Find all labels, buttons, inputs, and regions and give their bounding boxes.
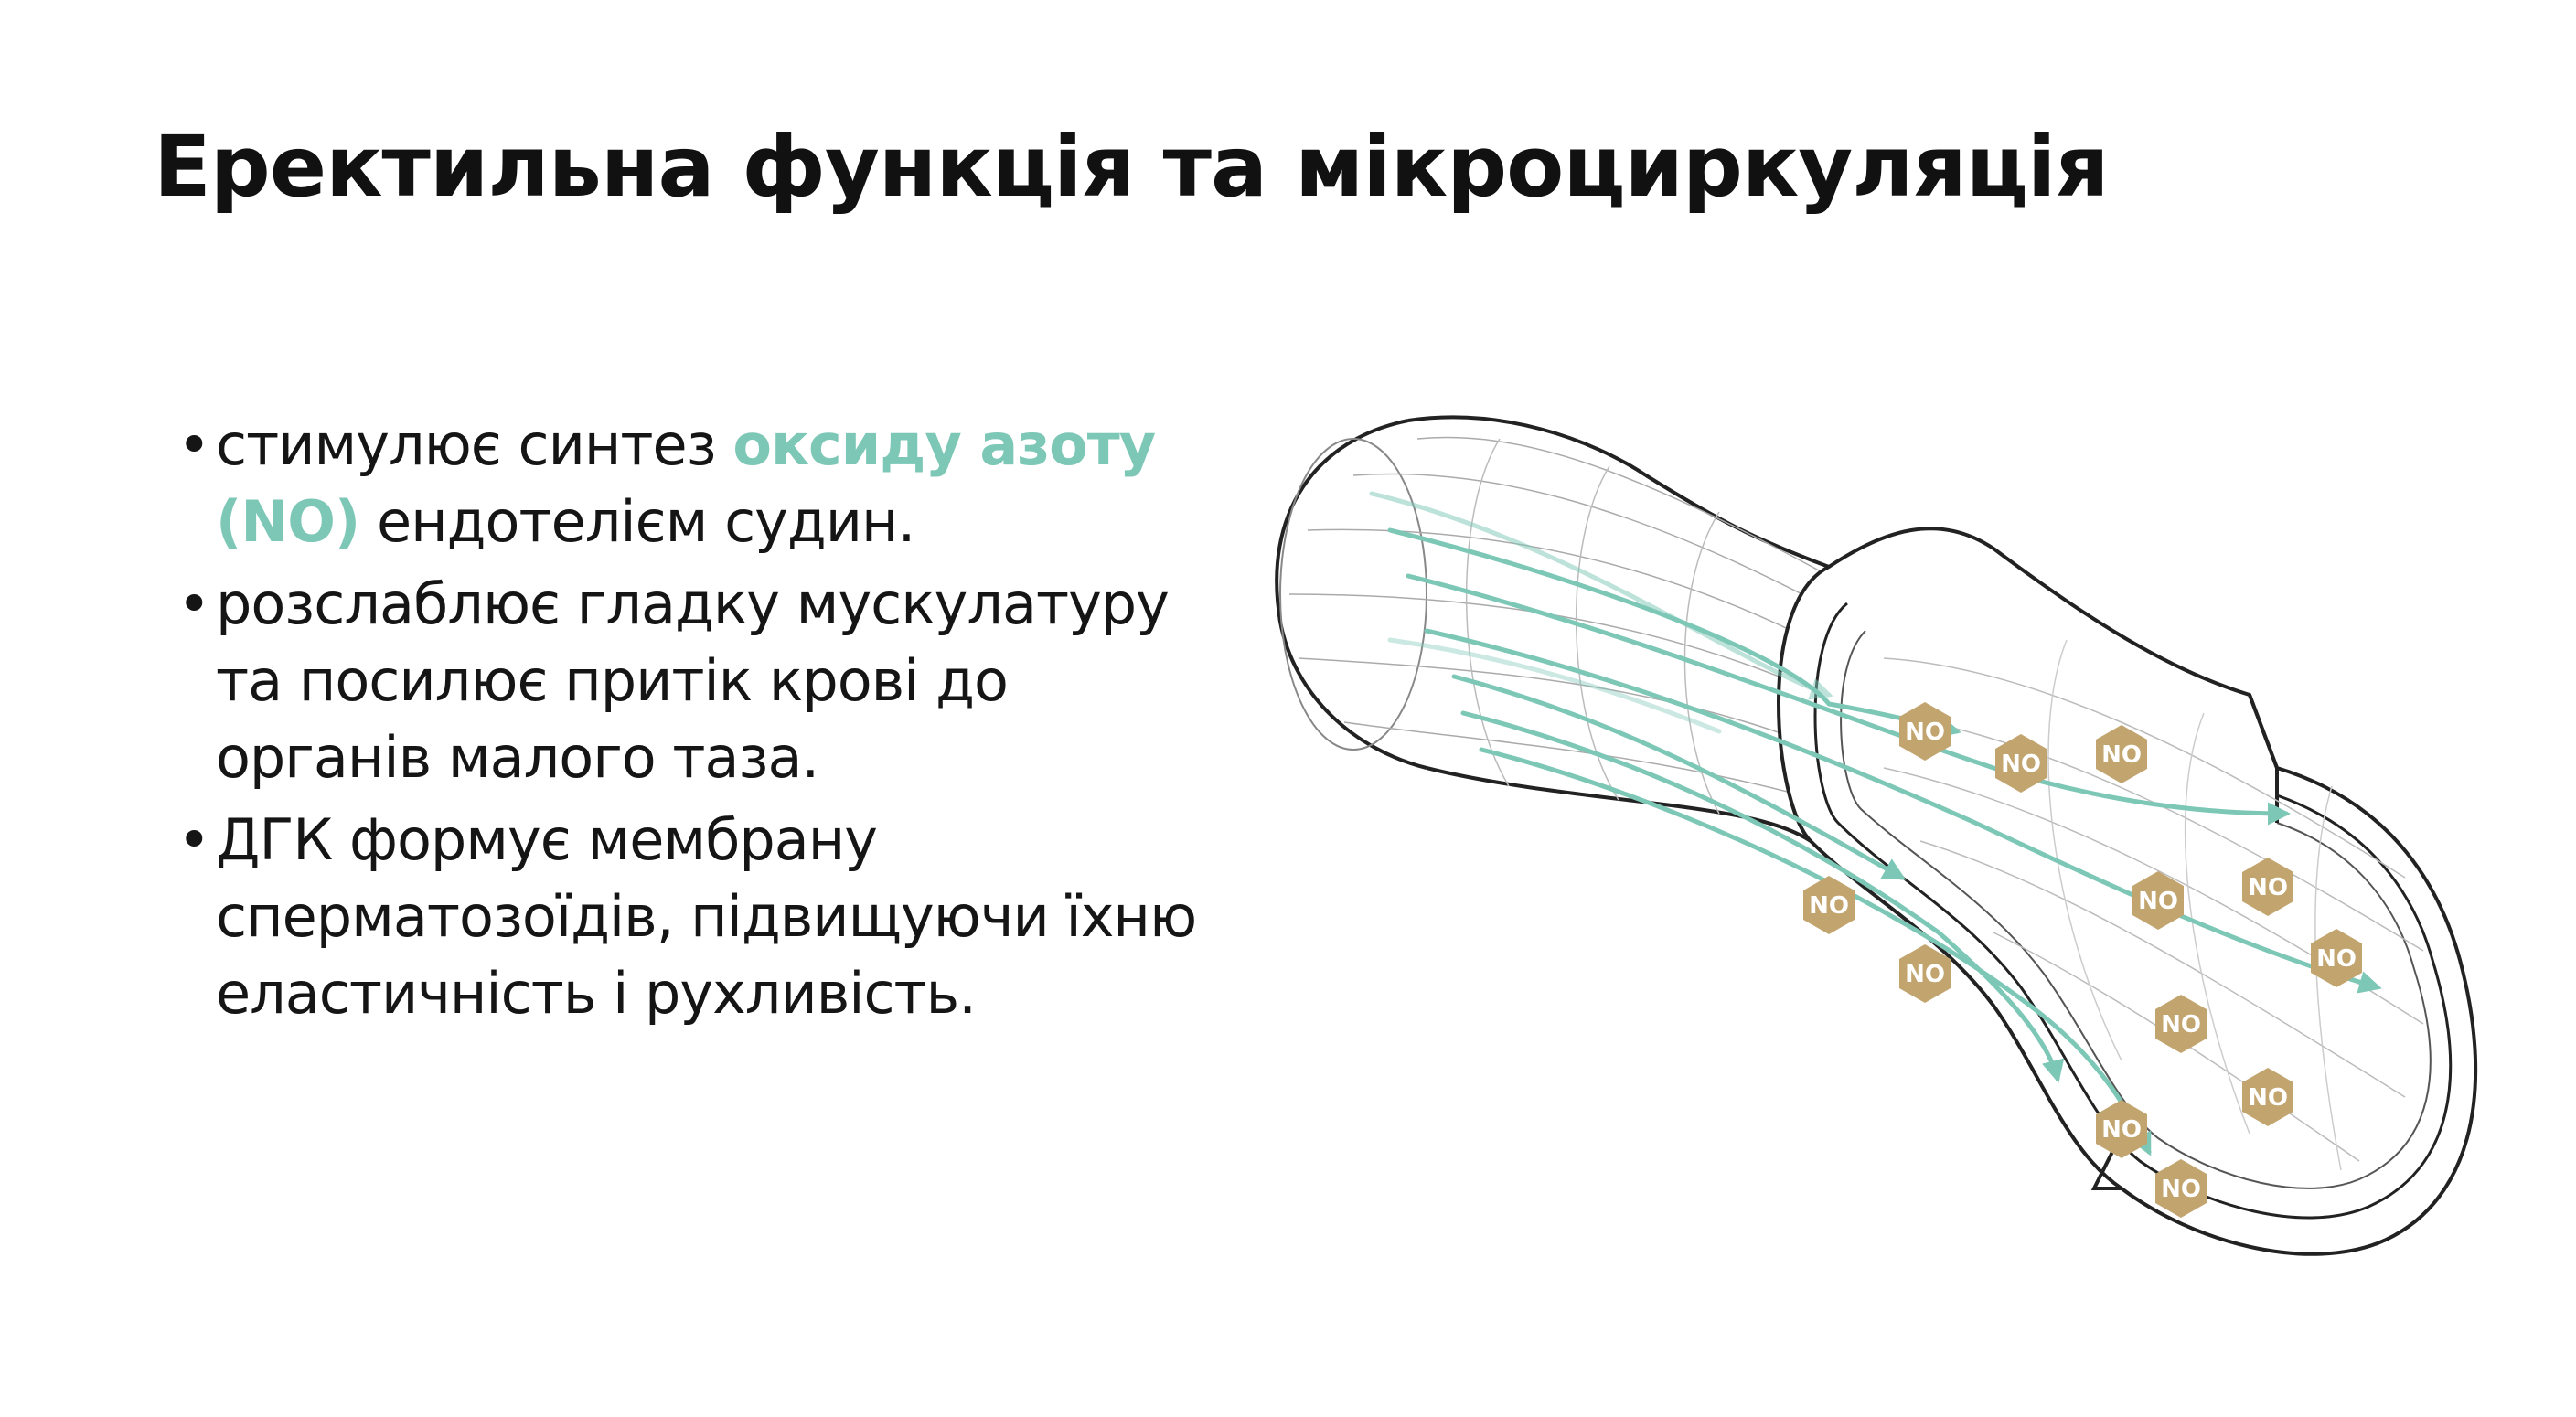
vessel-inner-grid (1874, 639, 2424, 1171)
no-badge-label: NO (2101, 741, 2142, 769)
no-badge: NO (2096, 1100, 2147, 1158)
vessel-grid-lines (1288, 436, 1830, 815)
no-badge: NO (2155, 995, 2207, 1053)
blood-vessel-illustration: NO NO NO NO NO NO NO NO (1275, 415, 2478, 1256)
no-badge-label: NO (2138, 888, 2178, 915)
no-badge: NO (2132, 871, 2184, 930)
bullet-marker: • (177, 806, 211, 873)
no-badge: NO (1899, 944, 1951, 1003)
no-badge-label: NO (2161, 1176, 2201, 1203)
no-badge: NO (2155, 1159, 2207, 1218)
bullet-text: розслаблює гладку мускулатуру та посилює… (216, 570, 1170, 791)
bullet-text-after: ендотелієм судин. (359, 488, 915, 555)
bullet-marker: • (177, 411, 211, 478)
bullet-text-before: стимулює синтез (216, 411, 733, 478)
no-badge-label: NO (1905, 961, 1945, 988)
no-badge: NO (1899, 702, 1951, 761)
no-badge-label: NO (1809, 892, 1849, 920)
no-badge-label: NO (2001, 751, 2041, 778)
no-badge-label: NO (2316, 1167, 2357, 1194)
no-badge-label: NO (2316, 945, 2357, 973)
no-badge: NO (2242, 858, 2293, 916)
bullet-item-muscle-relax: • розслаблює гладку мускулатуру та посил… (174, 566, 1235, 796)
no-badge: NO (2311, 929, 2362, 987)
bullet-text: ДГК формує мембрану сперматозоїдів, підв… (216, 806, 1197, 1027)
no-badge: NO (1995, 734, 2047, 793)
no-badge: NO (2096, 725, 2147, 783)
no-badge-label: NO (2101, 1116, 2142, 1144)
bullet-item-no-synthesis: • стимулює синтез оксиду азоту (NO) ендо… (174, 407, 1235, 560)
bullet-list: • стимулює синтез оксиду азоту (NO) ендо… (174, 407, 1235, 1038)
slide-title: Еректильна функція та мікроциркуляція (154, 118, 2109, 216)
bullet-item-dha-membrane: • ДГК формує мембрану сперматозоїдів, пі… (174, 802, 1235, 1032)
no-badge-label: NO (2161, 1011, 2201, 1039)
no-badge: NO (2242, 1068, 2293, 1126)
vessel-narrow-segment (1275, 415, 1830, 843)
no-badge-label: NO (2248, 874, 2288, 901)
bullet-highlight-nitric-oxide: оксиду азоту (NO) (216, 411, 1156, 555)
bullet-marker: • (177, 570, 211, 637)
no-badge-label: NO (1905, 719, 1945, 746)
no-badge-label: NO (2248, 1084, 2288, 1112)
no-badge: NO (1803, 876, 1855, 934)
